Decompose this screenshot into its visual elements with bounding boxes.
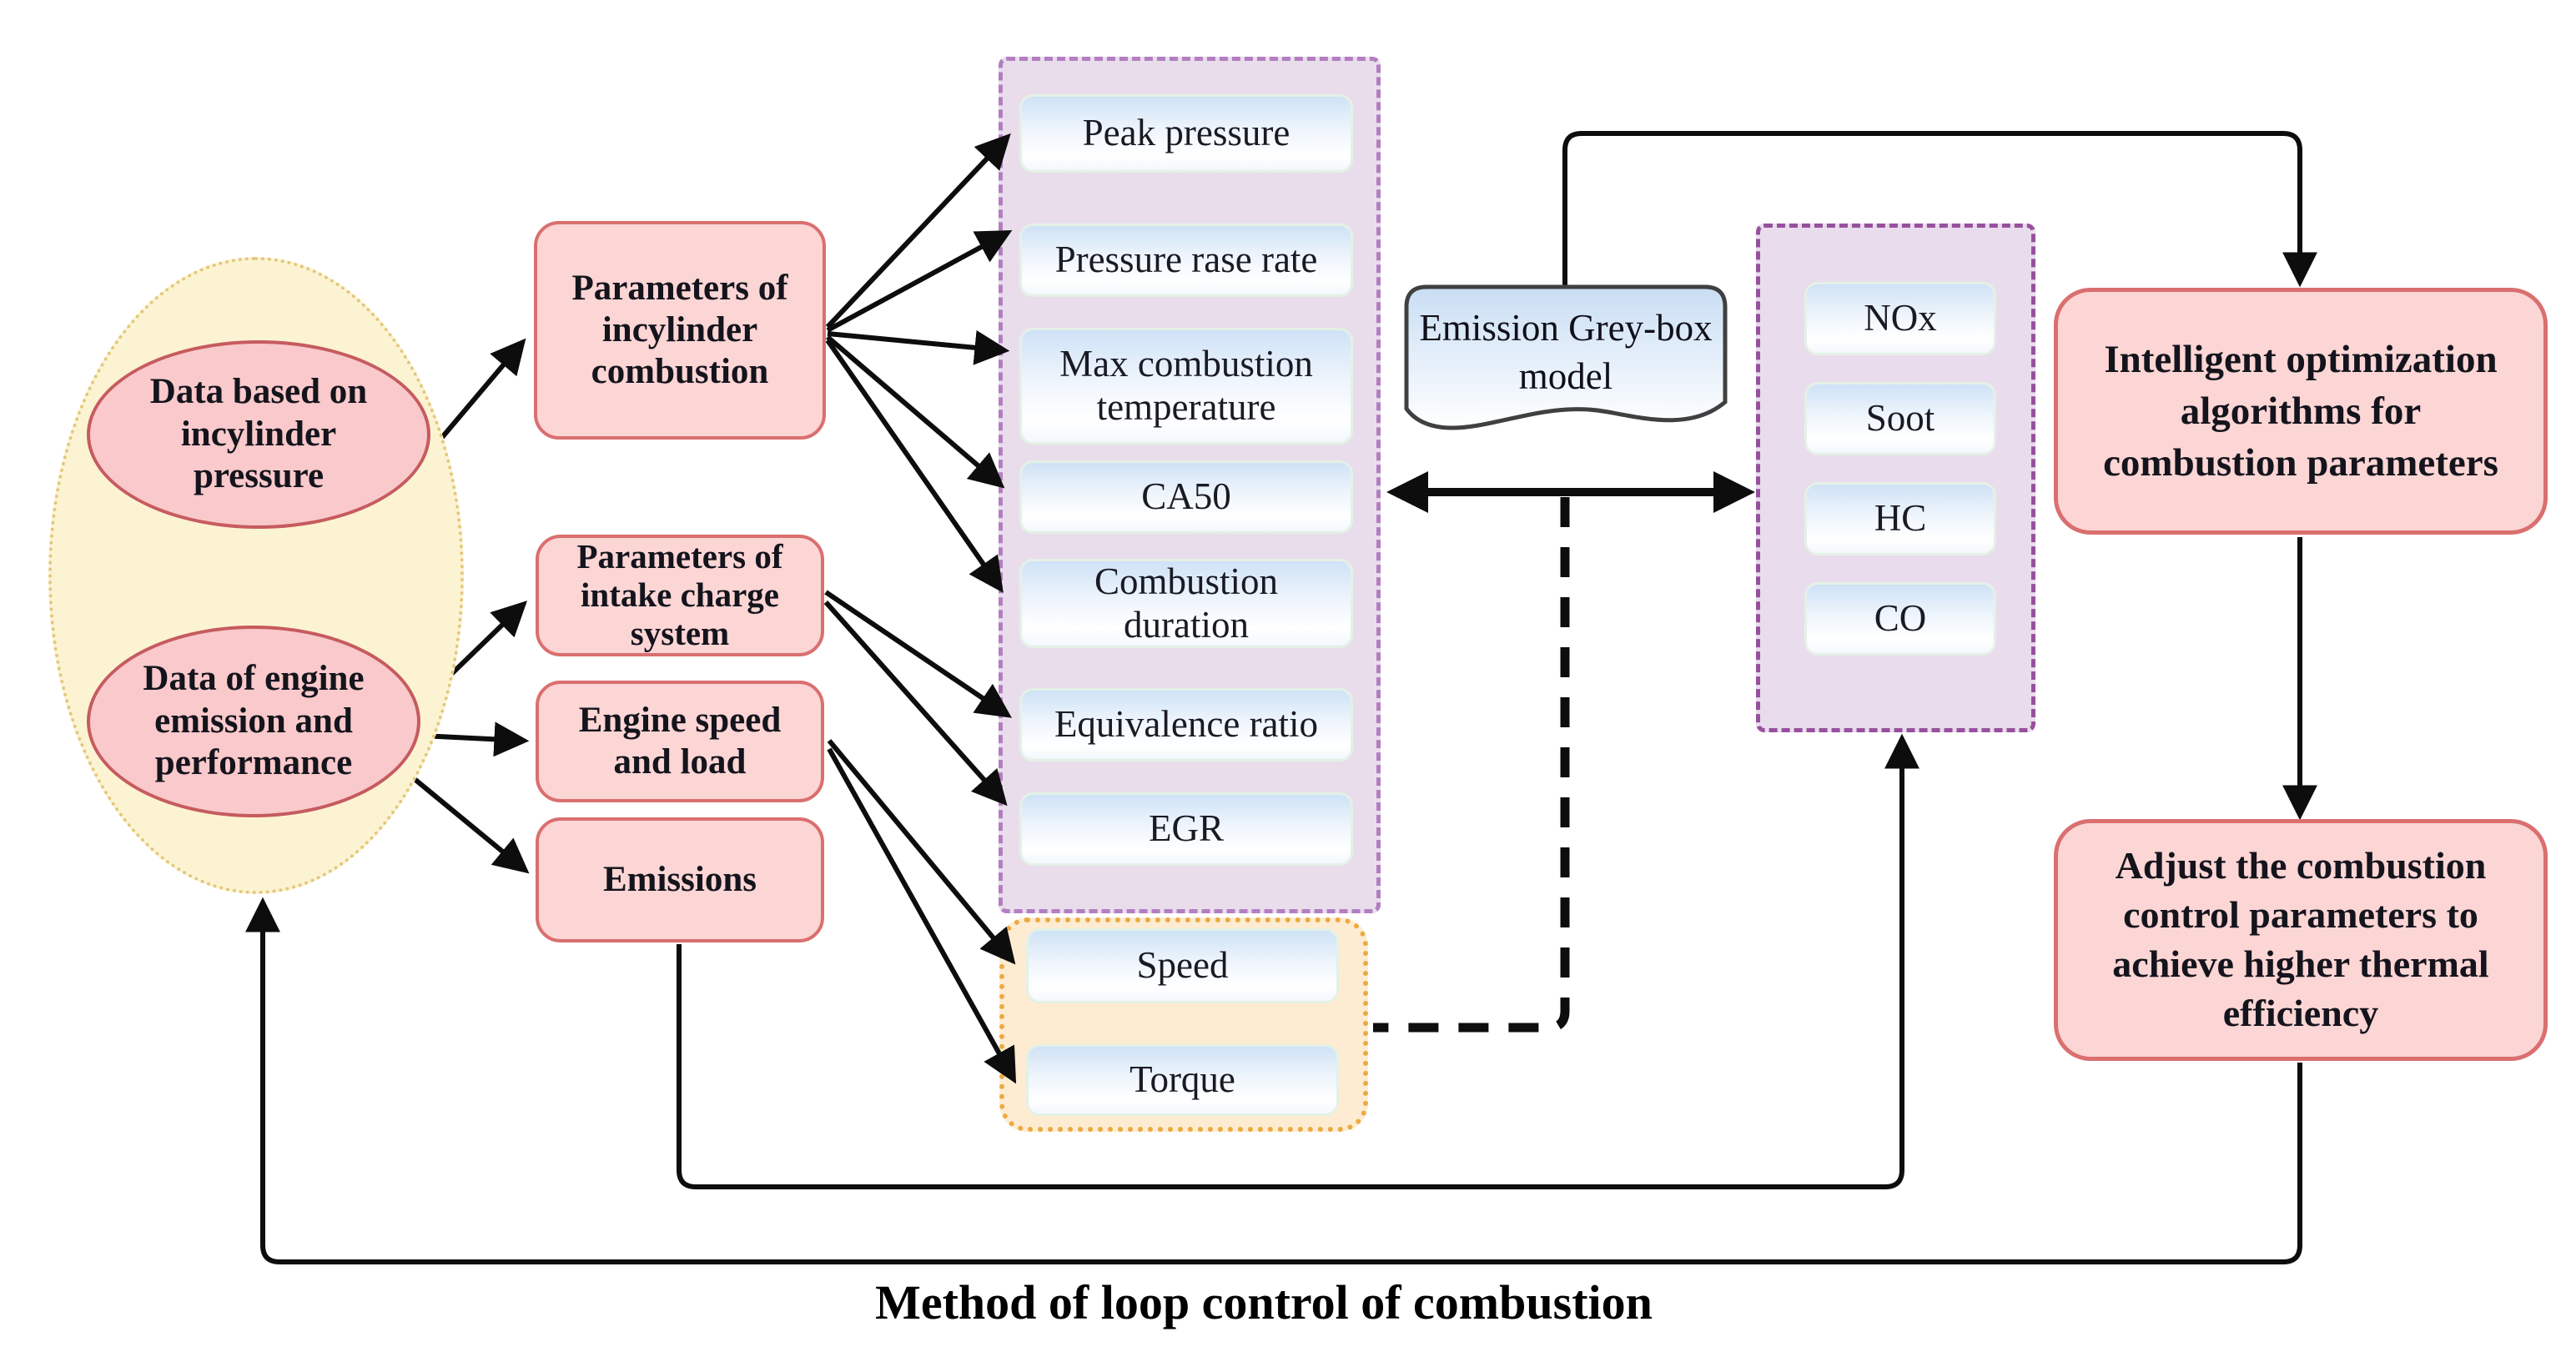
param-torque: Torque [1026, 1044, 1339, 1116]
species-soot: Soot [1804, 382, 1996, 455]
param-egr-label: EGR [1149, 807, 1224, 850]
emission-grey-box-model: Emission Grey-box model [1411, 294, 1720, 410]
species-nox: NOx [1804, 282, 1996, 355]
grey-box-model-shape [1404, 284, 1728, 430]
param-torque-label: Torque [1130, 1058, 1235, 1101]
data-source-emission-performance: Data of engine emission and performance [87, 626, 420, 817]
arrow-incylinder-to-ca50 [826, 334, 1005, 489]
category-engine-speed-load: Engine speed and load [536, 681, 824, 802]
arrow-emission-data-to-speed-load [420, 721, 530, 757]
arrow-incylinder-to-max-temperature [827, 329, 1010, 365]
category-emissions: Emissions [536, 817, 824, 942]
arrow-model-to-optimization [1562, 131, 2317, 288]
param-speed-label: Speed [1136, 944, 1229, 987]
species-co: CO [1804, 582, 1996, 656]
arrow-incylinder-to-combustion-duration [825, 339, 1004, 593]
category-emissions-label: Emissions [602, 860, 757, 900]
species-nox-label: NOx [1864, 297, 1937, 339]
param-speed: Speed [1026, 928, 1339, 1003]
param-combustion-duration: Combustion duration [1019, 559, 1353, 648]
species-soot-label: Soot [1865, 397, 1935, 440]
process-adjust-control-parameters-label: Adjust the combustion control parameters… [2112, 844, 2489, 1034]
data-source-emission-performance-label: Data of engine emission and performance [143, 658, 365, 783]
arrow-speed-load-to-torque [827, 747, 1017, 1084]
param-combustion-duration-label: Combustion duration [1094, 560, 1279, 646]
param-egr: EGR [1019, 792, 1353, 866]
category-incylinder-combustion: Parameters of incylinder combustion [534, 221, 826, 440]
category-incylinder-combustion-label: Parameters of incylinder combustion [571, 269, 788, 391]
category-intake-charge: Parameters of intake charge system [536, 535, 824, 656]
arrow-intake-to-equivalence-ratio [824, 590, 1012, 718]
arrow-incylinder-to-pressure-rase-rate [826, 229, 1013, 333]
arrow-adjust-to-data-pool [245, 897, 2302, 1264]
param-pressure-rase-rate: Pressure rase rate [1019, 224, 1353, 297]
emission-grey-box-model-label: Emission Grey-box model [1419, 306, 1713, 398]
category-engine-speed-load-label: Engine speed and load [578, 701, 782, 782]
param-max-combustion-temperature: Max combustion temperature [1019, 328, 1353, 445]
param-equivalence-ratio: Equivalence ratio [1019, 688, 1353, 761]
param-ca50: CA50 [1019, 460, 1353, 534]
process-intelligent-optimization: Intelligent optimization algorithms for … [2054, 288, 2548, 535]
data-source-incylinder-pressure: Data based on incylinder pressure [87, 340, 430, 529]
arrow-incylinder-to-peak-pressure [825, 133, 1011, 329]
param-peak-pressure-label: Peak pressure [1082, 112, 1291, 154]
species-hc-label: HC [1874, 497, 1927, 540]
param-ca50-label: CA50 [1141, 475, 1231, 518]
arrow-speed-load-to-speed [827, 739, 1016, 965]
param-peak-pressure: Peak pressure [1019, 94, 1353, 173]
process-intelligent-optimization-label: Intelligent optimization algorithms for … [2103, 337, 2498, 485]
param-equivalence-ratio-label: Equivalence ratio [1054, 703, 1319, 746]
category-intake-charge-label: Parameters of intake charge system [576, 537, 783, 652]
process-adjust-control-parameters: Adjust the combustion control parameters… [2054, 819, 2548, 1061]
param-pressure-rase-rate-label: Pressure rase rate [1054, 239, 1318, 281]
arrow-emission-data-to-emissions [409, 773, 530, 874]
param-max-combustion-temperature-label: Max combustion temperature [1059, 343, 1313, 428]
data-source-incylinder-pressure-label: Data based on incylinder pressure [149, 371, 368, 496]
dashed-link-performance-to-model [1373, 497, 1570, 1033]
arrow-emissions-to-species-panel [677, 733, 1919, 1189]
species-hc: HC [1804, 482, 1996, 555]
diagram-title: Method of loop control of combustion [875, 1275, 1653, 1329]
arrow-intake-to-egr [823, 601, 1008, 807]
species-co-label: CO [1874, 597, 1927, 640]
